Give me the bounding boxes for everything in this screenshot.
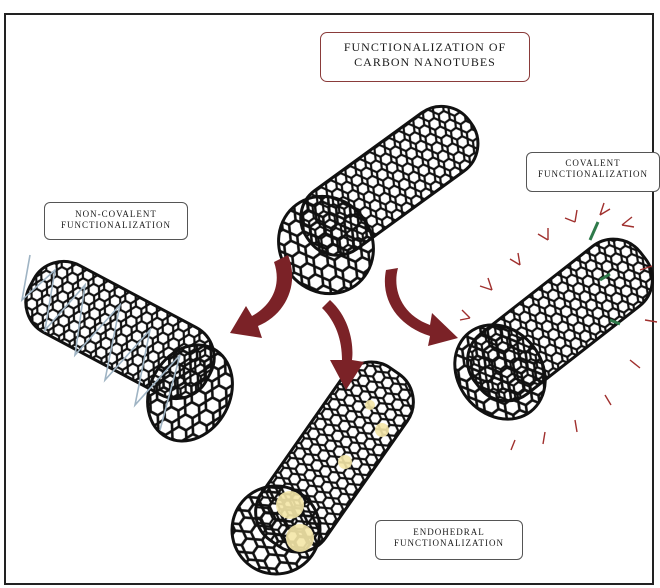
nanotube-icon [436, 225, 660, 437]
non-covalent-line-2: FUNCTIONALIZATION [45, 220, 187, 231]
non-covalent-line-1: NON-COVALENT [45, 209, 187, 220]
arrow-icon [385, 268, 458, 346]
nanotube-icon [14, 250, 249, 456]
covalent-label: COVALENT FUNCTIONALIZATION [526, 152, 660, 192]
nanotube-icon [259, 93, 491, 313]
non-covalent-label: NON-COVALENT FUNCTIONALIZATION [44, 202, 188, 240]
covalent-line-2: FUNCTIONALIZATION [527, 169, 659, 180]
endohedral-line-1: ENDOHEDRAL [376, 527, 522, 538]
covalent-line-1: COVALENT [527, 158, 659, 169]
title-line-2: CARBON NANOTUBES [321, 55, 529, 70]
title-line-1: FUNCTIONALIZATION OF [321, 40, 529, 55]
endohedral-label: ENDOHEDRAL FUNCTIONALIZATION [375, 520, 523, 560]
title-label: FUNCTIONALIZATION OF CARBON NANOTUBES [320, 32, 530, 82]
arrow-icon [230, 255, 292, 338]
endohedral-line-2: FUNCTIONALIZATION [376, 538, 522, 549]
